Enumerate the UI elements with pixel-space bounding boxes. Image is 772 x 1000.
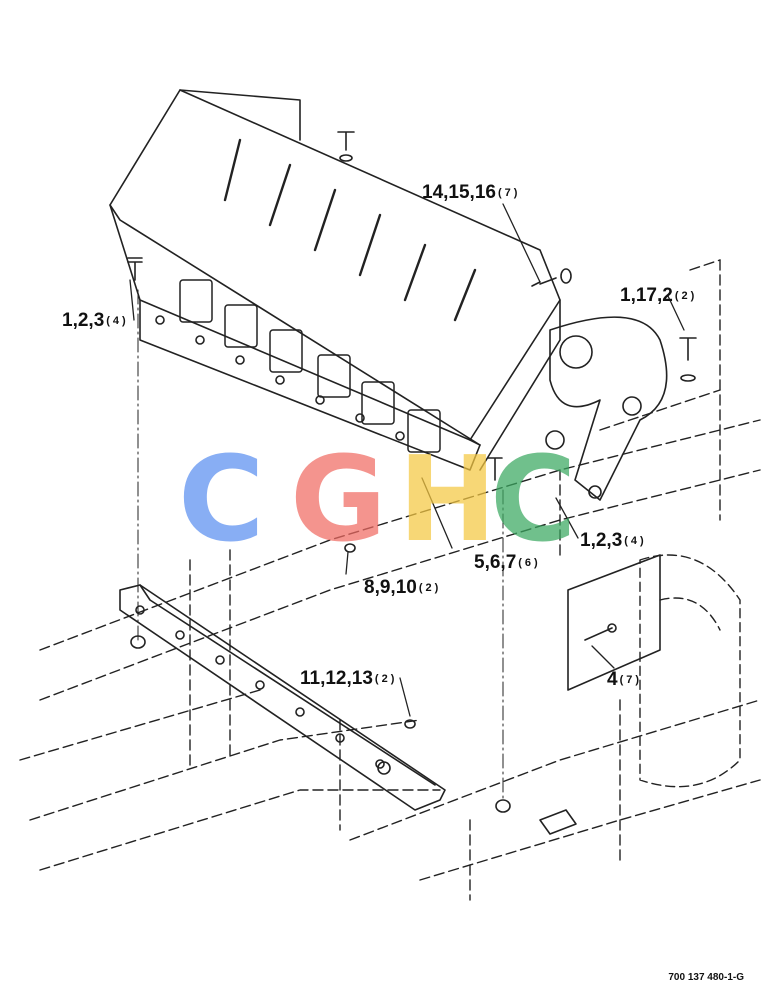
callout-parts: 11,12,13 xyxy=(300,668,373,689)
watermark-letter-c: C xyxy=(178,430,265,568)
callout-8-9-10: 8,9,10(2) xyxy=(364,578,441,597)
fasteners xyxy=(127,131,697,835)
callout-parts: 8,9,10 xyxy=(364,577,417,598)
callout-11-12-13: 11,12,13(2) xyxy=(300,669,397,688)
callout-parts: 1,2,3 xyxy=(580,530,623,551)
center-lines xyxy=(137,289,504,801)
callout-qty: (2) xyxy=(418,582,442,594)
callout-1-2-3-right: 1,2,3(4) xyxy=(580,531,647,550)
callout-1-17-2: 1,17,2(2) xyxy=(620,286,697,305)
callout-qty: (7) xyxy=(497,187,521,199)
callout-14-15-16: 14,15,16(7) xyxy=(422,183,520,202)
side-plate xyxy=(567,554,661,691)
callout-qty: (6) xyxy=(518,557,541,569)
callout-4: 4(7) xyxy=(607,670,642,689)
callout-qty: (7) xyxy=(619,674,643,686)
reel-springs xyxy=(223,138,477,322)
cam-followers xyxy=(179,279,441,453)
callout-qty: (4) xyxy=(624,535,647,547)
callout-parts: 1,17,2 xyxy=(620,285,673,306)
callout-parts: 1,2,3 xyxy=(62,310,105,331)
callout-qty: (4) xyxy=(106,315,129,327)
callout-parts: 5,6,7 xyxy=(474,552,517,573)
callout-parts: 14,15,16 xyxy=(422,182,496,203)
callout-qty: (2) xyxy=(674,290,698,302)
watermark-letter-c: C xyxy=(490,430,577,568)
callout-1-2-3-left: 1,2,3(4) xyxy=(62,311,129,330)
callout-qty: (2) xyxy=(374,673,398,685)
reel-frame xyxy=(109,89,561,471)
callout-parts: 4 xyxy=(607,669,618,690)
watermark-letter-g: G xyxy=(290,430,387,568)
watermark-letter-h: H xyxy=(398,430,497,568)
figure-number: 700 137 480-1-G xyxy=(668,972,744,983)
leader-lines xyxy=(129,203,685,717)
lower-frame xyxy=(19,259,761,901)
support-rail xyxy=(119,584,446,811)
right-housing xyxy=(639,554,741,788)
callout-5-6-7: 5,6,7(6) xyxy=(474,553,541,572)
drive-arm xyxy=(545,316,668,501)
